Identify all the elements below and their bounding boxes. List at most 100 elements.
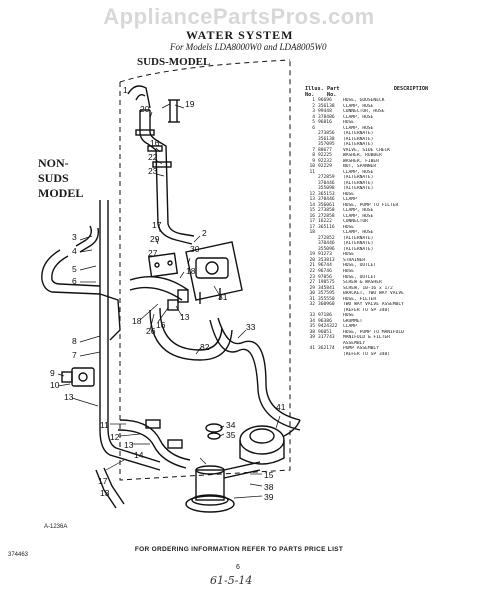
cell-description: ASSEMBLY <box>343 340 366 346</box>
cell-illus-no: 39 <box>309 335 315 341</box>
cell-part-no: 96746 <box>318 268 332 274</box>
callout-label: 18 <box>186 266 196 276</box>
cell-description: CONNECTOR, HOSE <box>343 109 385 115</box>
callout-label: 34 <box>226 420 236 430</box>
callout-label: 4 <box>72 246 77 256</box>
cell-part-no <box>318 352 343 358</box>
callout-label: 2 <box>202 228 207 238</box>
diagram-title: WATER SYSTEM <box>186 28 294 42</box>
cell-part-no: 356138 <box>318 103 335 109</box>
cell-description: TWO WAY VALVE ASSEMBLY <box>343 302 404 308</box>
callout-label: 13 <box>124 440 134 450</box>
header-part-no: Part No. <box>327 86 340 98</box>
cell-part-no: 317743 <box>318 335 335 341</box>
cell-part-no: 345841 <box>318 285 335 291</box>
non-suds-model-label: NON-SUDS MODEL <box>38 156 84 200</box>
cell-part-no: 96744 <box>318 263 332 269</box>
callout-label: 15 <box>264 470 274 480</box>
callout-label: 30 <box>190 244 200 254</box>
cell-part-no: 360960 <box>318 302 335 308</box>
cell-part-no: 272859 <box>318 175 335 181</box>
drawing-code: A-1236A <box>44 524 68 530</box>
cell-illus-no: 34 <box>309 318 315 324</box>
parts-table-header: Illus. No. Part No. DESCRIPTION <box>305 86 473 98</box>
callout-label: 33 <box>246 322 256 332</box>
cell-illus-no: 41 <box>309 346 315 352</box>
suds-model-label: SUDS-MODEL <box>137 56 211 68</box>
cell-description: (ALTERNATE) <box>343 246 374 252</box>
cell-description: HOSE <box>343 268 355 274</box>
callout-label: 14 <box>134 450 144 460</box>
cell-description: (REFER TO SP 340) <box>343 307 391 313</box>
cell-part-no: 365153 <box>318 191 335 197</box>
cell-description: CLAMP, HOSE <box>343 208 374 214</box>
callout-label: 18 <box>132 316 142 326</box>
cell-part-no: 16222 <box>318 219 332 225</box>
callout-label: 27 <box>148 248 158 258</box>
cell-description: HOSE, OUTLET <box>343 263 377 269</box>
cell-part-no: 96386 <box>318 318 332 324</box>
cell-illus-no: 18 <box>309 230 315 236</box>
cell-description: (ALTERNATE) <box>343 180 374 186</box>
callout-label: 12 <box>110 432 120 442</box>
cell-part-no: 362174 <box>318 346 335 352</box>
callout-label: 23 <box>148 166 158 176</box>
cell-description: VALVE, SIDE CHECK <box>343 147 391 153</box>
cell-illus-no: 17 <box>309 224 315 230</box>
cell-part-no: 370446 <box>318 180 335 186</box>
cell-description: (ALTERNATE) <box>343 142 374 148</box>
cell-illus-no: 16 <box>309 213 315 219</box>
callout-label: 17 <box>152 220 162 230</box>
cell-illus-no: 29 <box>309 285 315 291</box>
callout-label: 32 <box>200 342 210 352</box>
callout-label: 16 <box>150 138 160 148</box>
cell-illus-no: 21 <box>309 263 315 269</box>
cell-part-no: 357095 <box>318 142 335 148</box>
callout-label: 39 <box>264 492 274 502</box>
cell-part-no: 88677 <box>318 147 332 153</box>
cell-description: WASHER, FIBER <box>343 158 379 164</box>
cell-description: (ALTERNATE) <box>343 131 374 137</box>
callout-label: 6 <box>72 276 77 286</box>
cell-part-no: 96696 <box>318 98 332 103</box>
cell-description: NUT, SPANNER <box>343 164 377 170</box>
cell-part-no: 378486 <box>318 114 335 120</box>
table-row: 272859(ALTERNATE) <box>305 175 473 181</box>
cell-illus-no: 3 <box>312 109 315 115</box>
cell-description: STRAINER <box>343 257 366 263</box>
table-row: (REFER TO SP 340) <box>305 352 473 358</box>
cell-description: HOSE <box>343 224 355 230</box>
cell-illus-no: 9 <box>312 158 315 164</box>
table-row: 357095 (ALTERNATE) <box>305 142 473 148</box>
cell-description: HOSE, PUMP TO FILTER <box>343 202 399 208</box>
cell-description: BRACKET, TWO WAY VALVE <box>343 291 404 297</box>
cell-description: HOSE <box>343 252 355 258</box>
callout-label: 11 <box>100 420 109 430</box>
callout-label: 22 <box>148 152 158 162</box>
table-row: ASSEMBLY <box>305 341 473 347</box>
cell-illus-no: 20 <box>309 257 315 263</box>
cell-description: CLAMP, HOSE <box>343 213 374 219</box>
cell-part-no: 355098 <box>318 186 335 192</box>
callout-label: 8 <box>72 336 77 346</box>
cell-part-no: 96051 <box>318 329 332 335</box>
cell-part-no: 356061 <box>318 202 335 208</box>
table-row: 355096(ALTERNATE) <box>305 247 473 253</box>
cell-illus-no: 31 <box>309 296 315 302</box>
cell-illus-no: 4 <box>312 114 315 120</box>
header-illus-no: Illus. No. <box>305 86 324 98</box>
